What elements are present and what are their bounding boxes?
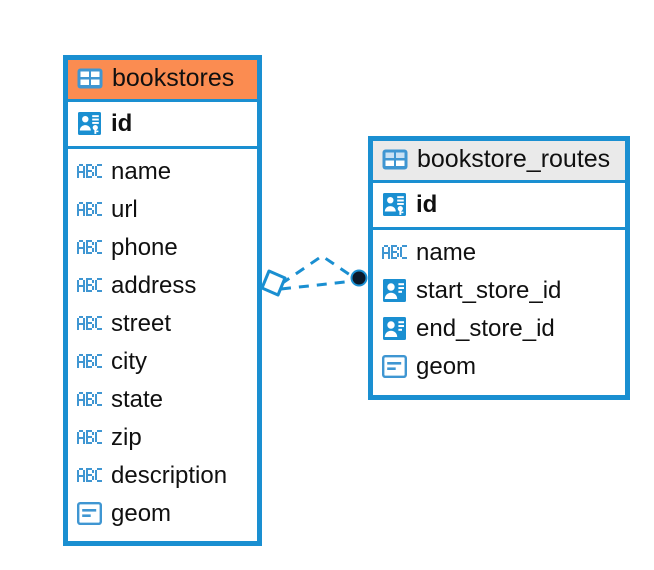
foreign-key-icon xyxy=(383,279,406,302)
primary-key-section: id xyxy=(373,179,625,230)
abc-text-icon xyxy=(77,353,102,368)
field-label: name xyxy=(416,238,477,266)
field-label: city xyxy=(111,347,147,375)
abc-text-icon xyxy=(77,163,102,178)
primary-key-icon xyxy=(78,112,101,135)
field-label: zip xyxy=(111,423,142,451)
abc-text-icon xyxy=(77,391,102,406)
field-row[interactable]: zip xyxy=(68,419,257,457)
field-label: start_store_id xyxy=(416,276,562,304)
abc-text-icon xyxy=(77,429,102,444)
field-label: street xyxy=(111,309,172,337)
field-label: id xyxy=(111,109,133,137)
field-row[interactable]: description xyxy=(68,457,257,495)
geometry-icon xyxy=(77,502,102,525)
field-row[interactable]: start_store_id xyxy=(373,272,625,310)
field-row[interactable]: name xyxy=(373,234,625,272)
field-label: geom xyxy=(111,499,172,527)
entity-table-bookstores[interactable]: bookstores id xyxy=(63,55,262,546)
field-row[interactable]: end_store_id xyxy=(373,310,625,348)
abc-text-icon xyxy=(77,315,102,330)
field-row[interactable]: geom xyxy=(373,348,625,386)
field-row[interactable]: city xyxy=(68,343,257,381)
field-row[interactable]: name xyxy=(68,153,257,191)
table-icon xyxy=(77,68,103,89)
field-label: id xyxy=(416,190,438,218)
relationship-line-lower xyxy=(280,279,355,291)
field-row-primary-key[interactable]: id xyxy=(373,183,625,227)
field-row[interactable]: url xyxy=(68,191,257,229)
abc-text-icon xyxy=(382,244,407,259)
entity-title: bookstores xyxy=(112,64,235,92)
field-row-primary-key[interactable]: id xyxy=(68,102,257,146)
field-list-bookstores: name url xyxy=(68,149,257,539)
entity-title: bookstore_routes xyxy=(417,145,611,173)
field-label: end_store_id xyxy=(416,314,555,342)
field-row[interactable]: address xyxy=(68,267,257,305)
field-label: state xyxy=(111,385,164,413)
field-label: description xyxy=(111,461,228,489)
filled-circle-marker[interactable] xyxy=(350,269,368,287)
field-label: geom xyxy=(416,352,477,380)
field-row[interactable]: state xyxy=(68,381,257,419)
geometry-icon xyxy=(382,355,407,378)
field-label: url xyxy=(111,195,138,223)
primary-key-icon xyxy=(383,193,406,216)
field-row[interactable]: phone xyxy=(68,229,257,267)
field-label: address xyxy=(111,271,197,299)
field-label: name xyxy=(111,157,172,185)
abc-text-icon xyxy=(77,239,102,254)
entity-table-bookstore-routes[interactable]: bookstore_routes id xyxy=(368,136,630,400)
abc-text-icon xyxy=(77,467,102,482)
abc-text-icon xyxy=(77,201,102,216)
field-label: phone xyxy=(111,233,178,261)
entity-header-bookstore-routes[interactable]: bookstore_routes xyxy=(373,141,625,180)
diamond-marker[interactable] xyxy=(260,269,287,297)
field-row[interactable]: geom xyxy=(68,495,257,533)
field-list-bookstore-routes: name start_store_id xyxy=(373,230,625,392)
primary-key-section: id xyxy=(68,98,257,149)
entity-header-bookstores[interactable]: bookstores xyxy=(68,60,257,99)
abc-text-icon xyxy=(77,277,102,292)
relationship-line-upper xyxy=(280,254,357,286)
foreign-key-icon xyxy=(383,317,406,340)
table-icon xyxy=(382,149,408,170)
field-row[interactable]: street xyxy=(68,305,257,343)
